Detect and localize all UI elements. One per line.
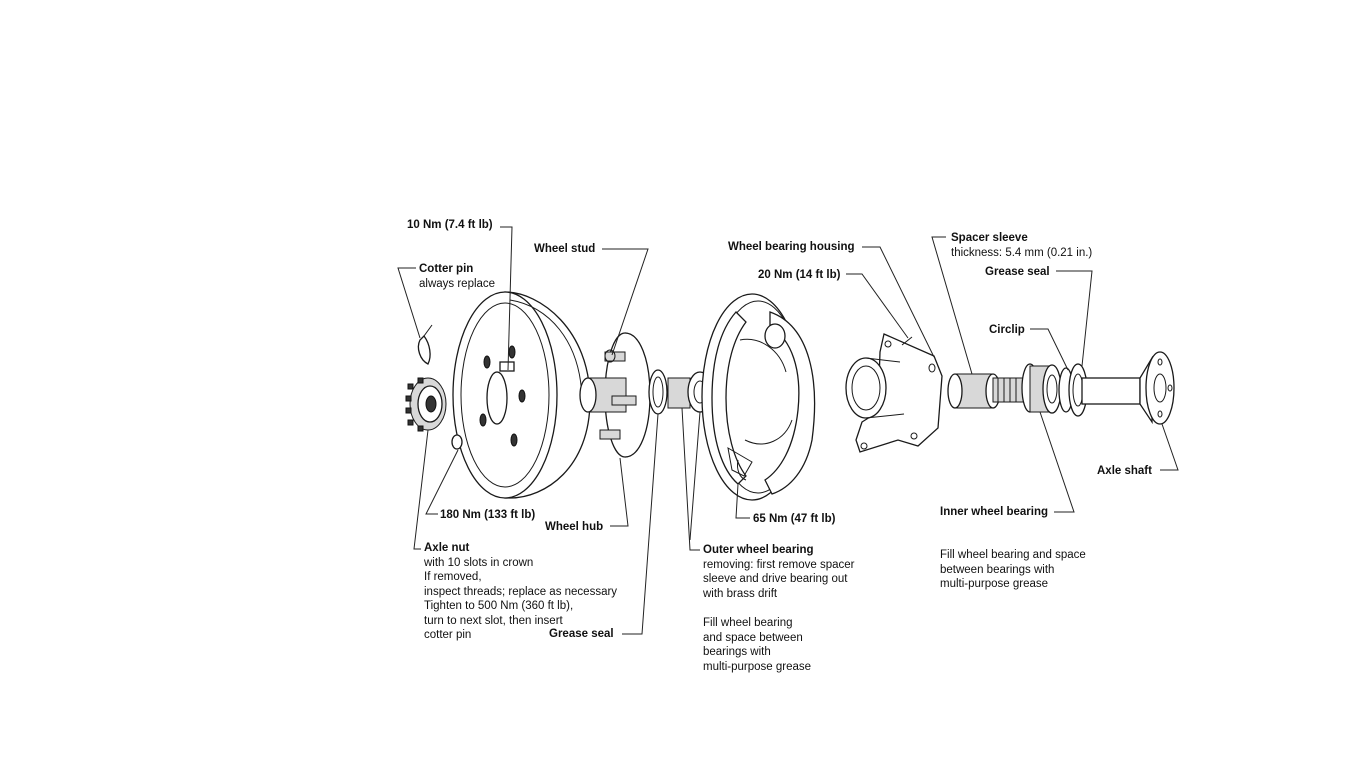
backing-plate-part [701,293,816,501]
label-torque-backing: 65 Nm (47 ft lb) [753,512,835,527]
label-spacer-sleeve-note: thickness: 5.4 mm (0.21 in.) [951,246,1093,259]
brake-drum-part [451,291,591,499]
fill-note-outer-line: multi-purpose grease [703,660,812,673]
label-axle-shaft: Axle shaft [1097,464,1152,479]
label-wheel-bearing-housing: Wheel bearing housing [728,240,855,255]
label-circlip-text: Circlip [989,324,1025,336]
axle-shaft-part [992,351,1175,425]
label-cotter-pin-note: always replace [419,277,496,290]
label-axle-nut-line: turn to next slot, then insert [424,614,563,627]
label-grease-seal-inner: Grease seal [985,265,1050,280]
label-torque-cap: 10 Nm (7.4 ft lb) [407,218,493,233]
label-cotter-pin: Cotter pin always replace [419,262,495,291]
label-outer-wheel-bearing: Outer wheel bearing removing: first remo… [703,543,854,601]
label-fill-note-outer: Fill wheel bearing and space between bea… [703,616,811,674]
label-outer-wheel-bearing-line: with brass drift [703,587,778,600]
label-outer-wheel-bearing-title: Outer wheel bearing [703,544,814,556]
label-wheel-hub-text: Wheel hub [545,521,604,533]
label-wheel-hub: Wheel hub [545,520,603,535]
label-spacer-sleeve: Spacer sleeve thickness: 5.4 mm (0.21 in… [951,231,1092,260]
label-outer-wheel-bearing-line: removing: first remove spacer [703,558,855,571]
label-wheel-stud-text: Wheel stud [534,243,596,255]
label-axle-nut: Axle nut with 10 slots in crown If remov… [424,541,617,643]
fill-note-inner-line: multi-purpose grease [940,578,1049,590]
label-spacer-sleeve-title: Spacer sleeve [951,232,1028,244]
label-grease-seal-inner-text: Grease seal [985,266,1050,278]
label-torque-drum: 180 Nm (133 ft lb) [440,508,535,523]
spacer-sleeve-part [947,373,1001,409]
label-torque-backing-text: 65 Nm (47 ft lb) [753,513,836,525]
fill-note-inner-line: Fill wheel bearing and space [940,549,1086,561]
label-inner-wheel-bearing: Inner wheel bearing [940,505,1048,520]
label-grease-seal-outer: Grease seal [549,627,614,642]
label-torque-drum-text: 180 Nm (133 ft lb) [440,509,536,521]
fill-note-inner-line: between bearings with [940,563,1055,576]
label-grease-seal-outer-text: Grease seal [549,628,614,640]
fill-note-outer-line: bearings with [703,646,771,658]
fill-note-outer-line: and space between [703,631,803,644]
label-wheel-stud: Wheel stud [534,242,595,257]
fill-note-outer-line: Fill wheel bearing [703,617,793,629]
wheel-bearing-housing-part [845,333,943,453]
label-axle-shaft-text: Axle shaft [1097,465,1152,477]
label-outer-wheel-bearing-line: sleeve and drive bearing out [703,573,848,585]
wheel-hub-part [579,332,651,458]
label-torque-housing-text: 20 Nm (14 ft lb) [758,269,841,281]
label-axle-nut-line: with 10 slots in crown [424,556,534,569]
label-axle-nut-line: If removed, [424,571,482,583]
label-wheel-bearing-housing-text: Wheel bearing housing [728,241,855,253]
label-torque-cap-text: 10 Nm (7.4 ft lb) [407,219,493,231]
label-circlip: Circlip [989,323,1025,338]
label-axle-nut-line: cotter pin [424,629,472,641]
label-torque-housing: 20 Nm (14 ft lb) [758,268,840,283]
axle-nut-part [405,377,447,432]
cotter-pin-part [417,324,433,365]
label-axle-nut-line: inspect threads; replace as necessary [424,585,618,598]
label-fill-note-inner: Fill wheel bearing and space between bea… [940,548,1086,592]
label-cotter-pin-title: Cotter pin [419,263,474,275]
leader-lines [397,226,1179,635]
label-axle-nut-line: Tighten to 500 Nm (360 ft lb), [424,600,574,612]
label-inner-wheel-bearing-text: Inner wheel bearing [940,506,1048,518]
label-axle-nut-title: Axle nut [424,542,470,554]
